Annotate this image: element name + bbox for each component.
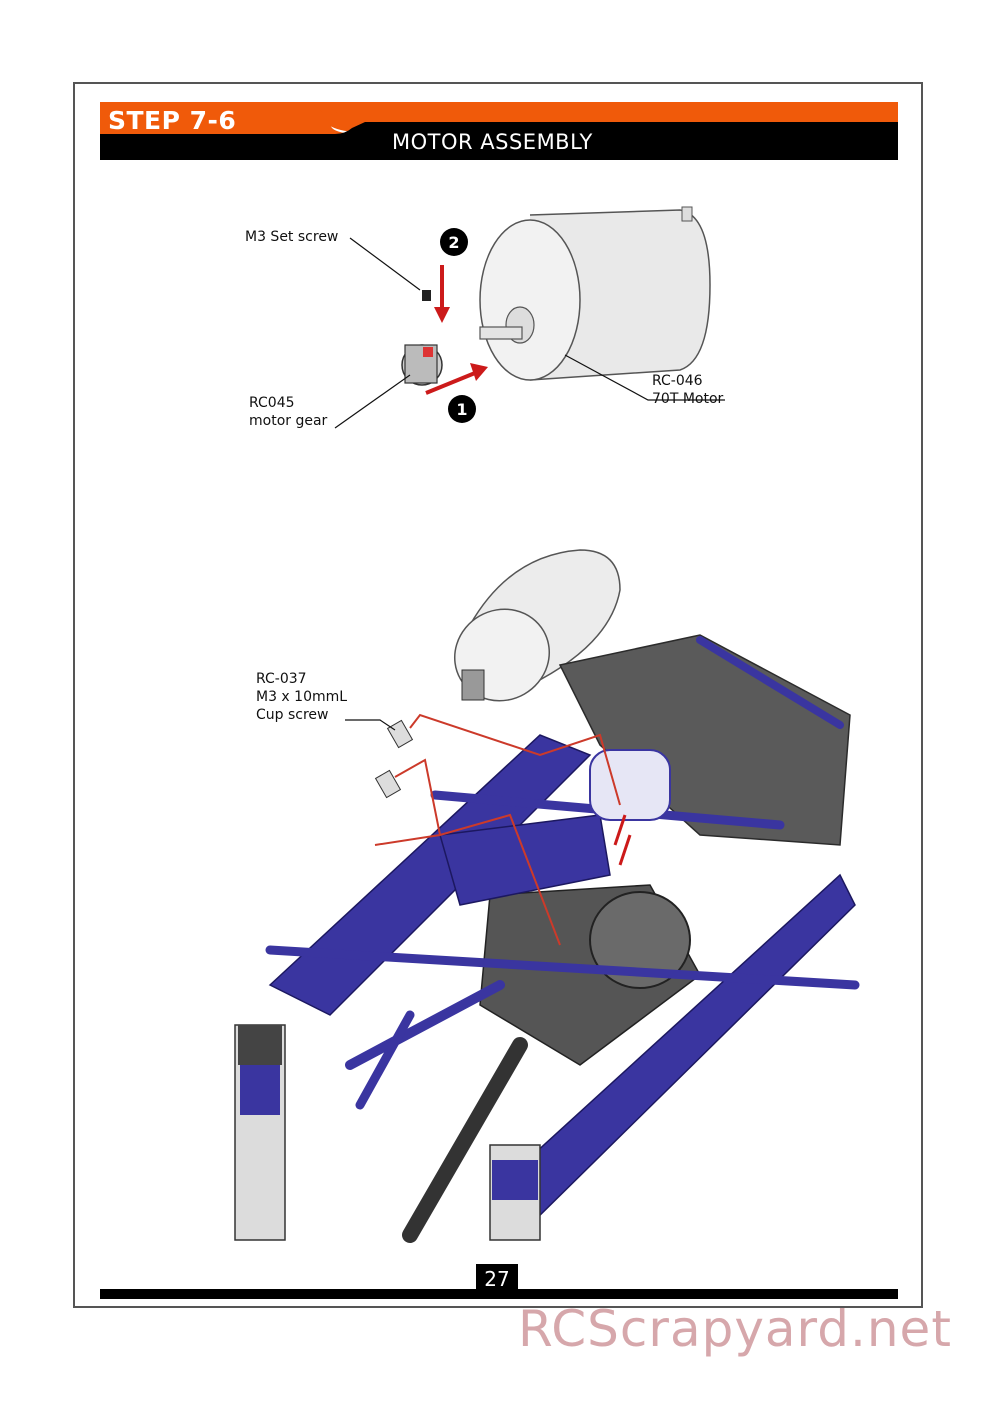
step-label: STEP 7-6 bbox=[108, 106, 237, 135]
red-arrow-1 bbox=[613, 814, 627, 846]
shock-absorber-right bbox=[489, 1144, 541, 1241]
motor-mount bbox=[439, 814, 611, 906]
set-screw-leader bbox=[349, 237, 421, 291]
step-2-marker bbox=[440, 228, 468, 256]
motor-leader bbox=[564, 354, 725, 401]
step1-arrow bbox=[425, 371, 476, 395]
header-banner bbox=[100, 102, 898, 160]
section-title: MOTOR ASSEMBLY bbox=[392, 130, 593, 154]
motor-gear-part bbox=[401, 344, 443, 386]
guide-line-1 bbox=[409, 713, 621, 806]
drive-shaft bbox=[402, 1037, 528, 1243]
chassis-assembly-diagram bbox=[234, 549, 860, 1243]
step-1-number: 1 bbox=[456, 400, 467, 419]
step-header: STEP 7-6 MOTOR ASSEMBLY bbox=[100, 102, 898, 162]
gear-code-label: RC045 bbox=[249, 395, 295, 411]
lower-link-1 bbox=[345, 980, 505, 1070]
footer-bar bbox=[100, 1289, 898, 1299]
site-watermark: RCScrapyard.net bbox=[518, 1300, 952, 1358]
cross-brace bbox=[265, 945, 860, 990]
step-2-number: 2 bbox=[448, 233, 459, 252]
cup-screw-code-label: RC-037 bbox=[256, 671, 307, 687]
spur-gear bbox=[589, 891, 691, 989]
cup-screw-1 bbox=[386, 719, 414, 749]
step-1-marker bbox=[448, 395, 476, 423]
red-arrow-2 bbox=[618, 834, 632, 866]
cup-screw-size-label: M3 x 10mmL bbox=[256, 689, 348, 705]
motor-exploded-diagram: 2 1 bbox=[334, 206, 725, 429]
motor-body bbox=[479, 206, 711, 381]
cup-screw-2 bbox=[374, 769, 402, 799]
cup-screw-name-label: Cup screw bbox=[256, 707, 329, 723]
steering-link bbox=[696, 636, 844, 729]
set-screw-part bbox=[422, 290, 431, 301]
gear-leader bbox=[334, 374, 411, 429]
cup-screw-leader bbox=[345, 719, 396, 731]
motor-code-label: RC-046 bbox=[652, 373, 703, 389]
installed-motor bbox=[453, 549, 621, 702]
lower-link-2 bbox=[355, 1010, 415, 1110]
page-frame bbox=[73, 82, 923, 1308]
set-screw-label: M3 Set screw bbox=[245, 229, 339, 245]
shock-absorber-left bbox=[234, 1024, 286, 1241]
motor-name-label: 70T Motor bbox=[652, 391, 724, 407]
shock-absorber-rear bbox=[589, 749, 671, 821]
gear-name-label: motor gear bbox=[249, 413, 328, 429]
page-number: 27 bbox=[476, 1264, 518, 1294]
